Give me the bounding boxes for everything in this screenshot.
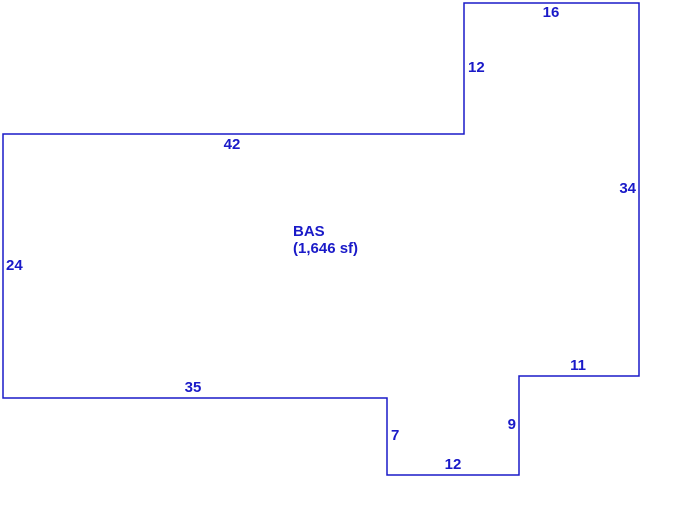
dimension-right-upper-inner: 12	[468, 59, 485, 76]
area-size-label: (1,646 sf)	[293, 240, 358, 257]
dimension-notch-right: 9	[508, 416, 516, 433]
dimension-bottom-left: 35	[185, 379, 202, 396]
dimension-top-right: 16	[543, 4, 560, 21]
building-outline	[2, 2, 640, 476]
dimension-top-left: 42	[224, 136, 241, 153]
dimension-left: 24	[6, 257, 23, 274]
dimension-step: 11	[570, 357, 586, 374]
dimension-right: 34	[619, 180, 636, 197]
dimension-notch-bottom: 12	[445, 456, 462, 473]
area-code-label: BAS	[293, 223, 325, 240]
dimension-notch-left: 7	[391, 427, 399, 444]
